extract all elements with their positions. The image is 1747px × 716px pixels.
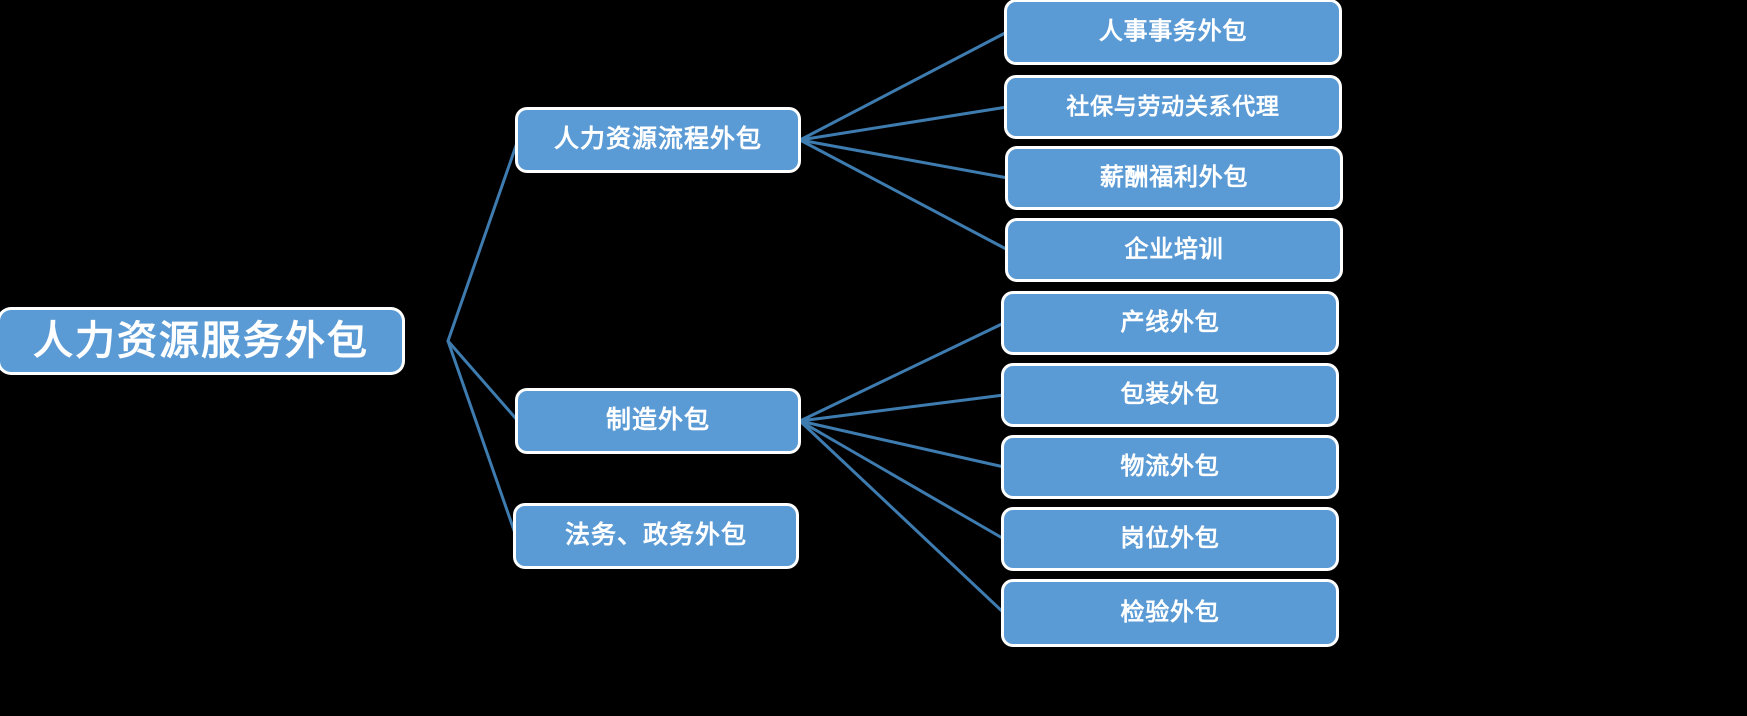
- hr-to-leaf-2: [798, 105, 1009, 142]
- branch-node-legal-government[interactable]: 法务、政务外包: [516, 506, 796, 566]
- leaf-node-personnel-affairs[interactable]: 人事事务外包: [1007, 2, 1339, 62]
- root-to-hr: [446, 138, 520, 343]
- hr-to-leaf-4: [798, 138, 1010, 252]
- leaf-node-production-line[interactable]: 产线外包: [1004, 294, 1336, 352]
- mfg-to-leaf-3: [798, 419, 1006, 469]
- leaf-node-packaging[interactable]: 包装外包: [1004, 366, 1336, 424]
- leaf-node-logistics[interactable]: 物流外包: [1004, 438, 1336, 496]
- leaf-node-corporate-training[interactable]: 企业培训: [1008, 221, 1340, 279]
- root-to-mfg: [446, 339, 520, 423]
- mfg-to-leaf-2: [798, 393, 1006, 423]
- leaf-node-compensation-benefits[interactable]: 薪酬福利外包: [1008, 149, 1340, 207]
- root-to-legal: [446, 339, 518, 538]
- leaf-node-inspection[interactable]: 检验外包: [1004, 582, 1336, 644]
- branch-node-manufacturing[interactable]: 制造外包: [518, 391, 798, 451]
- hr-to-leaf-1: [798, 30, 1009, 142]
- mfg-to-leaf-1: [798, 321, 1006, 423]
- mfg-to-leaf-4: [798, 419, 1006, 541]
- root-node[interactable]: 人力资源服务外包: [0, 310, 402, 372]
- leaf-node-social-insurance-labor[interactable]: 社保与劳动关系代理: [1007, 78, 1339, 136]
- leaf-node-position[interactable]: 岗位外包: [1004, 510, 1336, 568]
- mfg-to-leaf-5: [798, 419, 1006, 615]
- hr-to-leaf-3: [798, 138, 1010, 180]
- branch-node-hr-process[interactable]: 人力资源流程外包: [518, 110, 798, 170]
